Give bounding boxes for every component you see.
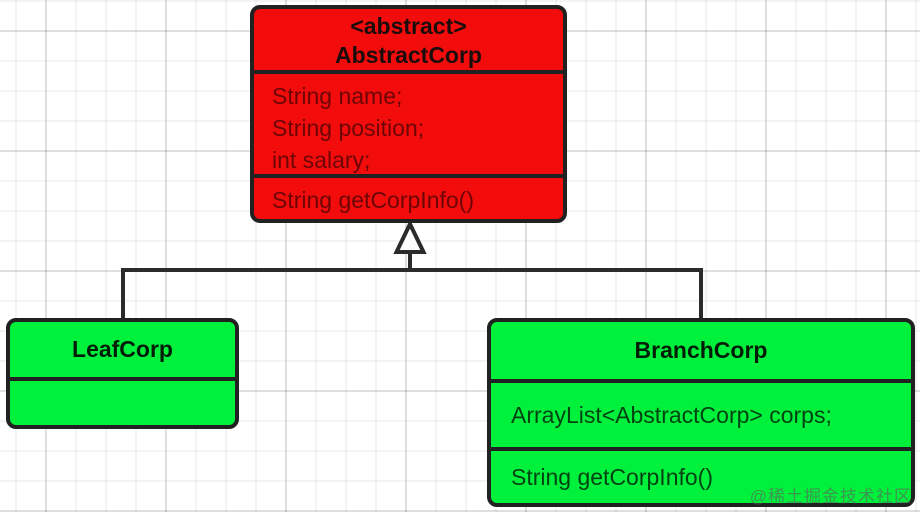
inheritance-arrowhead-icon [393, 219, 427, 254]
class-fields-section: ArrayList<AbstractCorp> corps; [491, 379, 911, 447]
class-fields-section: String name; String position; int salary… [254, 70, 563, 174]
class-method: String getCorpInfo() [511, 463, 713, 490]
class-name: BranchCorp [634, 337, 768, 363]
class-stereotype: <abstract> [350, 13, 467, 39]
watermark-text: @稀土掘金技术社区 [749, 487, 912, 506]
class-name: LeafCorp [72, 336, 173, 362]
class-box-leafcorp: LeafCorp [6, 318, 239, 429]
class-methods-section: String getCorpInfo() [491, 447, 911, 503]
class-box-branchcorp: BranchCorp ArrayList<AbstractCorp> corps… [487, 318, 915, 507]
class-field: ArrayList<AbstractCorp> corps; [511, 401, 832, 428]
class-methods-section: String getCorpInfo() [254, 174, 563, 219]
class-field: int salary; [272, 147, 371, 173]
class-title-section: BranchCorp [491, 322, 911, 379]
class-field: String name; [272, 83, 403, 109]
class-field: String position; [272, 115, 425, 141]
class-fields-section [10, 377, 235, 425]
class-title-section: <abstract> AbstractCorp [254, 9, 563, 70]
class-box-abstractcorp: <abstract> AbstractCorp String name; Str… [250, 5, 567, 223]
class-title-section: LeafCorp [10, 322, 235, 377]
class-method: String getCorpInfo() [272, 187, 474, 213]
class-name: AbstractCorp [335, 42, 482, 68]
inheritance-branch-line [121, 268, 703, 320]
